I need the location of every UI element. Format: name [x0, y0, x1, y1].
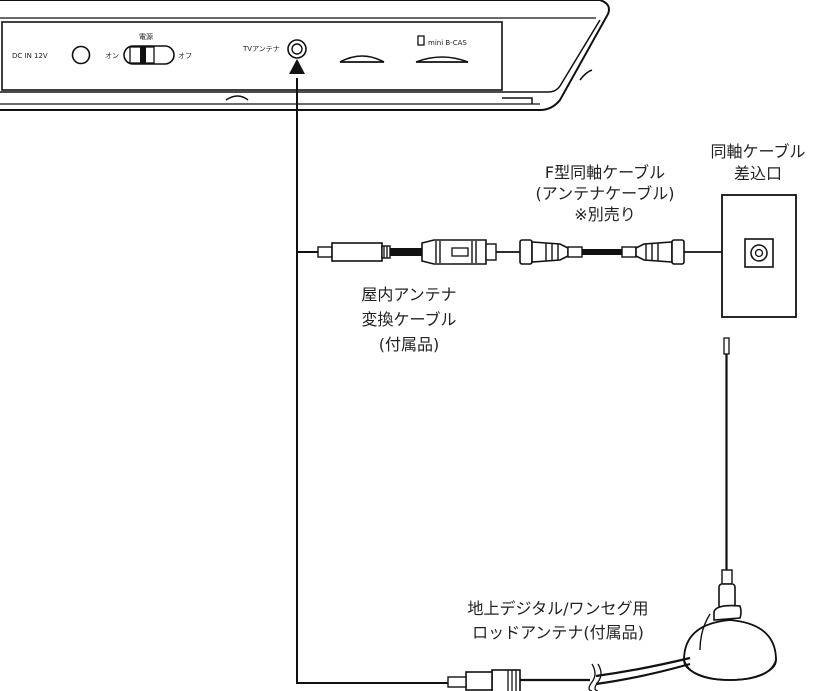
converter-label-line1: 屋内アンテナ — [361, 285, 456, 304]
arrow-head-icon — [289, 59, 305, 74]
converter-cable — [317, 239, 520, 265]
power-switch — [123, 45, 175, 65]
converter-label-line3: (付属品) — [379, 335, 440, 354]
dc-in-port — [71, 45, 91, 65]
rod-antenna-label-line2: ロッドアンテナ(付属品) — [472, 623, 644, 642]
rod-antenna — [447, 337, 777, 691]
bcas-card-icon — [417, 35, 425, 46]
power-off-label: オフ — [178, 52, 192, 60]
cable-label-line2: (アンテナケーブル) — [536, 184, 675, 203]
outlet-label-line1: 同軸ケーブル — [710, 142, 805, 161]
mini-bcas-label: mini B-CAS — [428, 39, 467, 47]
connection-line — [296, 78, 448, 684]
dc-in-label: DC IN 12V — [12, 52, 48, 60]
wall-outlet — [721, 194, 797, 318]
outlet-label-line2: 差込口 — [734, 164, 782, 183]
mini-bcas-slot — [415, 56, 469, 63]
tv-antenna-port — [287, 39, 307, 59]
power-on-label: オン — [105, 52, 119, 60]
converter-label-line2: 変換ケーブル — [361, 310, 456, 329]
cable-label-line1: F型同軸ケーブル — [545, 163, 665, 182]
power-label: 電源 — [139, 32, 153, 41]
cable-label-line3: ※別売り — [574, 205, 635, 224]
tv-antenna-label: TVアンテナ — [242, 45, 280, 53]
f-type-coaxial-cable — [519, 239, 756, 265]
rod-antenna-label-line1: 地上デジタル/ワンセグ用 — [467, 599, 648, 618]
card-slot — [339, 55, 385, 63]
